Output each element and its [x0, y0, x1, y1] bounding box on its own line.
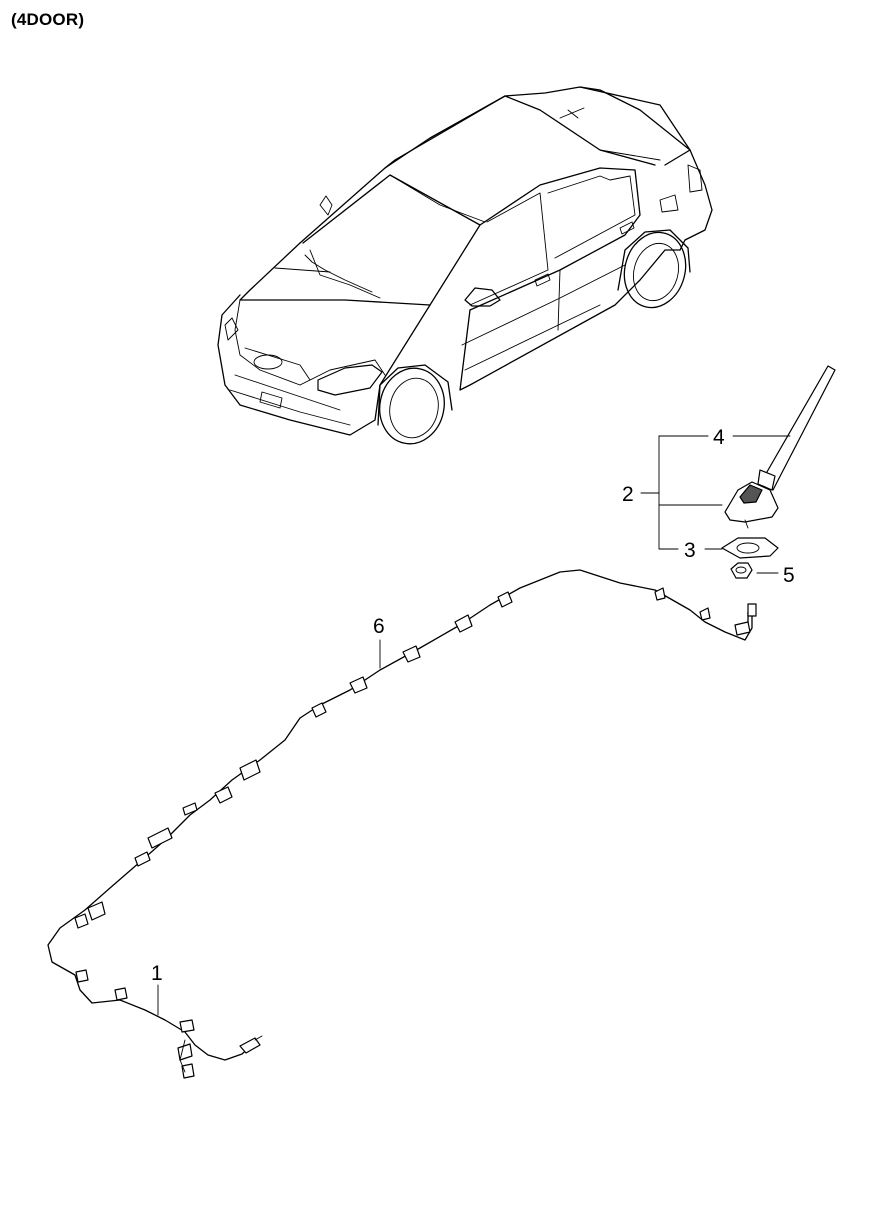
callout-4: 4 — [713, 426, 725, 449]
callout-6: 6 — [373, 615, 385, 638]
callout-5: 5 — [783, 564, 795, 587]
callout-2: 2 — [622, 483, 634, 506]
antenna-cable — [47, 569, 757, 1079]
antenna-base — [724, 481, 779, 529]
callout-1: 1 — [151, 962, 163, 985]
callout-bracket — [640, 435, 791, 574]
car-illustration — [217, 86, 713, 445]
antenna-pole — [757, 365, 836, 491]
antenna-nut — [730, 562, 753, 579]
antenna-assembly — [721, 365, 836, 579]
callout-3: 3 — [684, 539, 696, 562]
page-title: (4DOOR) — [11, 10, 85, 29]
antenna-gasket — [721, 537, 779, 559]
